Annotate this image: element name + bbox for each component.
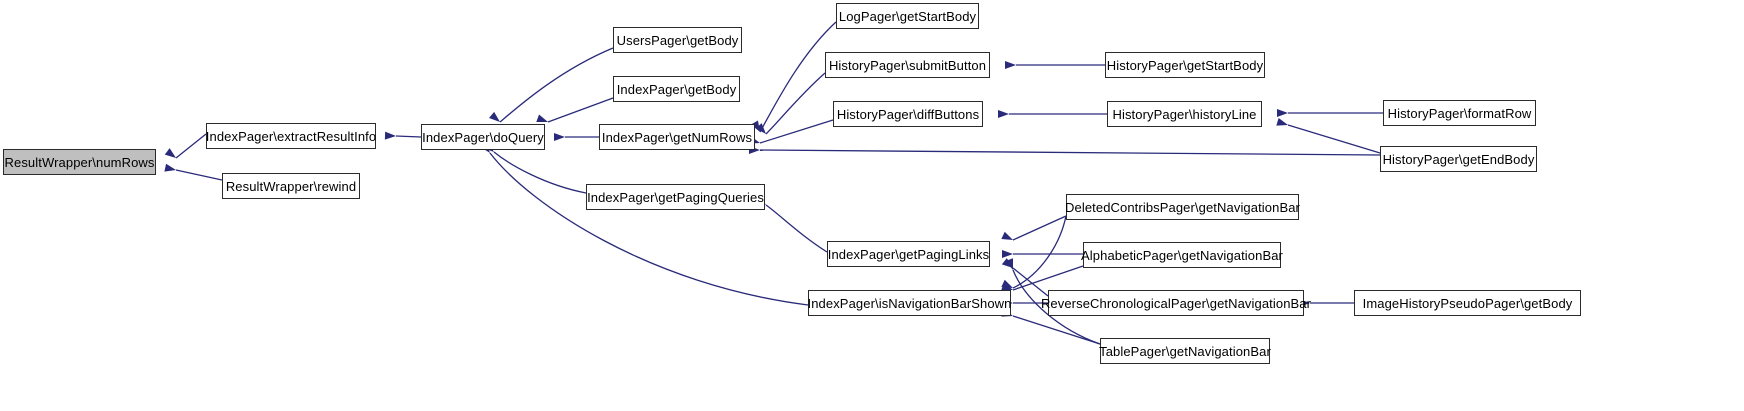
edge-tablePager-to-isNavBarShown [1012, 315, 1101, 345]
node-imageHistory[interactable]: ImageHistoryPseudoPager\getBody [1354, 290, 1581, 316]
node-label-usersPagerGetBody: UsersPager\getBody [616, 32, 739, 48]
node-deletedContribs[interactable]: DeletedContribsPager\getNavigationBar [1065, 194, 1300, 220]
arrowhead-getNumRows-to-doQuery [554, 133, 565, 141]
edge-hpGetEndBody-to-historyLine [1287, 124, 1381, 154]
node-usersPagerGetBody[interactable]: UsersPager\getBody [613, 27, 742, 53]
node-getPagingQueries[interactable]: IndexPager\getPagingQueries [586, 184, 765, 210]
arrowhead-doQuery-to-extractResultInfo [384, 131, 396, 140]
arrowhead-extractResultInfo-to-numRows [164, 148, 176, 158]
node-doQuery[interactable]: IndexPager\doQuery [421, 124, 545, 150]
node-label-numRows: ResultWrapper\numRows [4, 154, 155, 170]
arrowhead-tablePager-to-getPagingLinks [1005, 258, 1013, 270]
edge-alphabeticPager-to-isNavBarShown [1012, 265, 1084, 291]
arrowhead-historyLine-to-diffButtons [998, 110, 1009, 118]
node-label-rewind: ResultWrapper\rewind [225, 178, 357, 194]
edge-usersPagerGetBody-to-doQuery [499, 47, 614, 123]
node-label-formatRow: HistoryPager\formatRow [1387, 105, 1532, 121]
edge-isNavBarShown-to-doQuery [489, 152, 809, 306]
arrowhead-hpGetEndBody-to-historyLine [1276, 117, 1288, 126]
edge-hpGetEndBody-to-getNumRows [759, 149, 1381, 156]
node-extractResultInfo[interactable]: IndexPager\extractResultInfo [206, 123, 376, 149]
edge-submitButton-to-getNumRows [765, 72, 826, 135]
edge-reverseChrono-to-getPagingLinks [1012, 267, 1049, 297]
node-label-alphabeticPager: AlphabeticPager\getNavigationBar [1081, 247, 1283, 263]
node-isNavBarShown[interactable]: IndexPager\isNavigationBarShown [808, 290, 1011, 316]
node-label-tablePager: TablePager\getNavigationBar [1099, 343, 1271, 359]
node-label-isNavBarShown: IndexPager\isNavigationBarShown [807, 295, 1012, 311]
arrowhead-deletedContribs-to-getPagingLinks [1001, 231, 1013, 240]
node-label-getPagingQueries: IndexPager\getPagingQueries [587, 189, 764, 205]
node-label-getPagingLinks: IndexPager\getPagingLinks [827, 246, 990, 262]
node-historyLine[interactable]: HistoryPager\historyLine [1107, 101, 1262, 127]
node-getNumRows[interactable]: IndexPager\getNumRows [599, 124, 755, 150]
node-label-historyLine: HistoryPager\historyLine [1112, 106, 1257, 122]
node-label-doQuery: IndexPager\doQuery [422, 129, 544, 145]
node-alphabeticPager[interactable]: AlphabeticPager\getNavigationBar [1081, 242, 1283, 268]
edge-diffButtons-to-getNumRows [759, 119, 834, 144]
arrowhead-rewind-to-numRows [164, 163, 176, 172]
node-label-hpGetStartBody: HistoryPager\getStartBody [1106, 57, 1264, 73]
node-hpGetEndBody[interactable]: HistoryPager\getEndBody [1380, 146, 1537, 172]
node-submitButton[interactable]: HistoryPager\submitButton [825, 52, 990, 78]
node-label-getNumRows: IndexPager\getNumRows [601, 129, 753, 145]
node-label-deletedContribs: DeletedContribsPager\getNavigationBar [1065, 199, 1300, 215]
node-label-diffButtons: HistoryPager\diffButtons [836, 106, 980, 122]
node-getPagingLinks[interactable]: IndexPager\getPagingLinks [827, 241, 990, 267]
node-label-extractResultInfo: IndexPager\extractResultInfo [205, 128, 377, 144]
node-reverseChrono[interactable]: ReverseChronologicalPager\getNavigationB… [1041, 290, 1311, 316]
edge-deletedContribs-to-isNavBarShown [1012, 215, 1067, 289]
node-label-hpGetEndBody: HistoryPager\getEndBody [1382, 151, 1535, 167]
node-label-reverseChrono: ReverseChronologicalPager\getNavigationB… [1040, 295, 1312, 311]
node-label-submitButton: HistoryPager\submitButton [828, 57, 987, 73]
node-label-logPagerGetStartBody: LogPager\getStartBody [838, 8, 977, 24]
edge-deletedContribs-to-getPagingLinks [1012, 215, 1067, 241]
node-label-indexPagerGetBody: IndexPager\getBody [616, 81, 737, 97]
node-diffButtons[interactable]: HistoryPager\diffButtons [833, 101, 983, 127]
edge-getPagingLinks-to-getPagingQueries [765, 204, 828, 253]
node-label-imageHistory: ImageHistoryPseudoPager\getBody [1362, 295, 1573, 311]
edge-indexPagerGetBody-to-doQuery [547, 97, 614, 123]
arrowhead-formatRow-to-historyLine [1277, 109, 1288, 117]
node-logPagerGetStartBody[interactable]: LogPager\getStartBody [836, 3, 979, 29]
node-tablePager[interactable]: TablePager\getNavigationBar [1099, 338, 1271, 364]
arrowhead-alphabeticPager-to-getPagingLinks [1002, 250, 1013, 258]
node-formatRow[interactable]: HistoryPager\formatRow [1383, 100, 1536, 126]
edge-getPagingQueries-to-doQuery [493, 151, 587, 194]
node-indexPagerGetBody[interactable]: IndexPager\getBody [613, 76, 740, 102]
edge-rewind-to-numRows [175, 169, 223, 181]
arrowhead-reverseChrono-to-getPagingLinks [1001, 258, 1013, 268]
node-numRows[interactable]: ResultWrapper\numRows [3, 149, 156, 175]
node-hpGetStartBody[interactable]: HistoryPager\getStartBody [1105, 52, 1265, 78]
arrowhead-hpGetStartBody-to-submitButton [1005, 61, 1016, 69]
node-rewind[interactable]: ResultWrapper\rewind [222, 173, 360, 199]
